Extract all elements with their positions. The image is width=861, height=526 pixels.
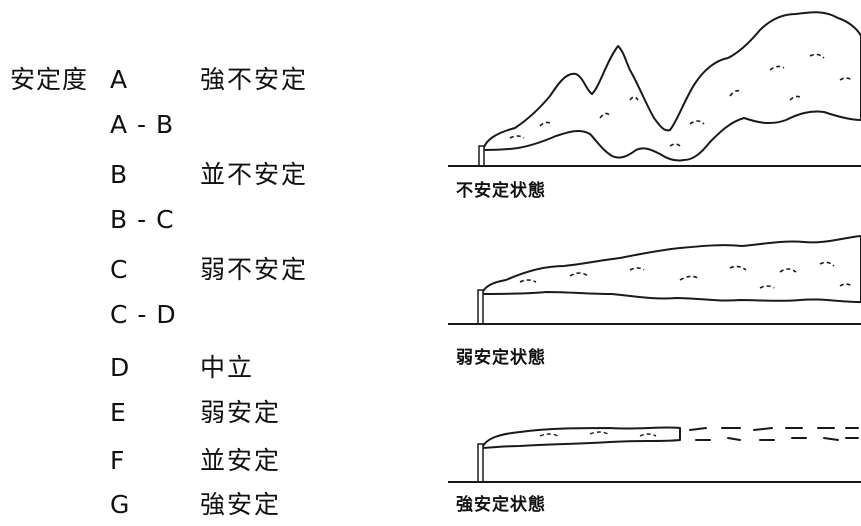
stack-2 xyxy=(477,289,484,325)
unstable-panel xyxy=(448,11,861,167)
fanning-plume xyxy=(481,426,681,449)
coning-plume-texture xyxy=(519,261,853,289)
caption-unstable: 不安定状態 xyxy=(456,181,546,201)
class-label: 並安定 xyxy=(200,446,282,475)
plume-drawing xyxy=(448,11,861,483)
class-code: C - D xyxy=(110,300,177,329)
class-label: 弱安定 xyxy=(200,398,282,427)
plume-illustration: 不安定状態 弱安定状態 強安定状態 xyxy=(440,0,861,526)
class-label: 弱不安定 xyxy=(200,255,309,284)
class-label: 並不安定 xyxy=(200,160,309,189)
class-code: B - C xyxy=(110,205,175,234)
stability-legend: 安定度 A 強不安定 A - B B 並不安定 B - C C 弱不安定 C -… xyxy=(0,0,400,526)
stack-1 xyxy=(478,145,485,167)
stack-3 xyxy=(477,443,484,483)
class-code: C xyxy=(110,255,129,284)
class-code: B xyxy=(110,160,129,189)
looping-plume xyxy=(482,11,861,162)
caption-strongly-stable: 強安定状態 xyxy=(456,495,546,515)
caption-weakly-stable: 弱安定状態 xyxy=(456,348,546,368)
class-code: F xyxy=(110,446,126,475)
looping-plume-texture xyxy=(509,53,853,147)
class-code: D xyxy=(110,353,131,382)
legend-heading: 安定度 xyxy=(10,65,89,94)
strongly-stable-panel xyxy=(448,426,861,483)
class-code: A - B xyxy=(110,110,175,139)
fanning-plume-streaks xyxy=(689,427,859,441)
class-code: E xyxy=(110,398,127,427)
class-label: 強安定 xyxy=(200,490,282,519)
class-code: A xyxy=(110,65,129,94)
weakly-stable-panel xyxy=(448,235,861,325)
coning-plume xyxy=(481,235,861,303)
fanning-plume-texture xyxy=(539,431,657,437)
class-label: 強不安定 xyxy=(200,65,309,94)
class-label: 中立 xyxy=(200,353,255,382)
class-code: G xyxy=(110,490,131,519)
